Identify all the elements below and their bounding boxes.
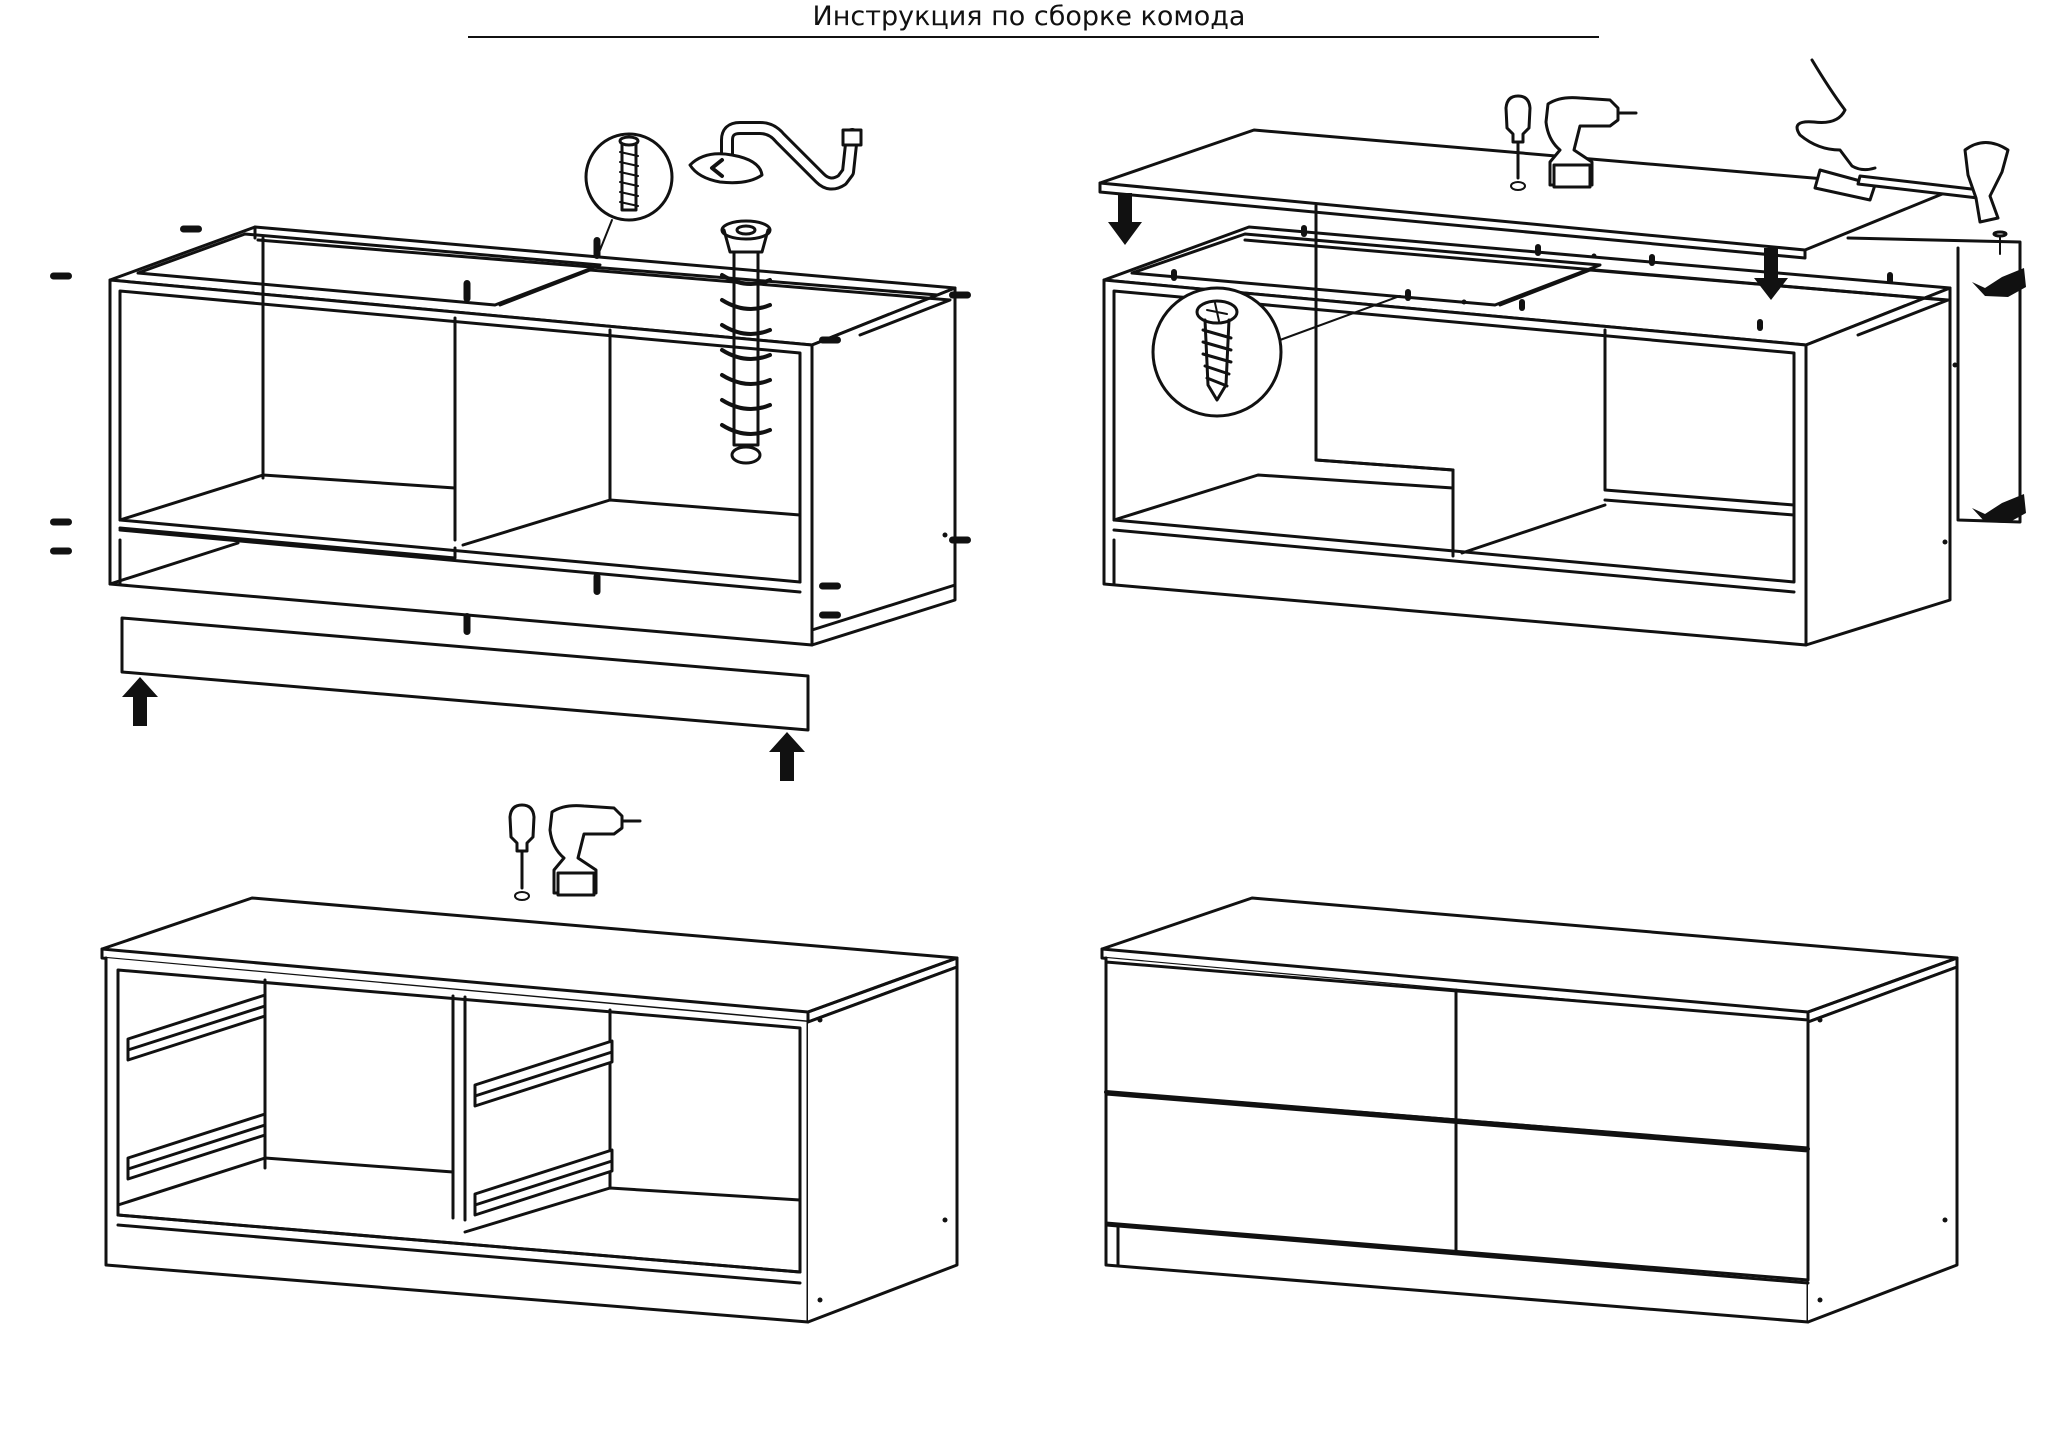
step-2-dowels [1171,225,1893,331]
hammer-icon [1856,141,2010,224]
step-2-frame [1102,204,1952,647]
hex-key-icon [688,121,863,191]
step-1-frame [108,225,957,647]
title-divider [468,36,1599,38]
step-3-carcass [100,896,959,1324]
screwdriver-icon [508,803,536,901]
arrow-icon [122,677,805,781]
step-dots [817,362,1958,1303]
step-2-back-panel [1314,204,2022,524]
cam-bolt-icon [584,132,772,465]
drill-icon [548,804,642,897]
step-4-drawers [1104,960,1810,1282]
step-3-runners [126,993,614,1217]
nail-icon [1992,230,2008,255]
step-1-plinth [120,616,810,732]
page-title: Инструкция по сборке комода [812,1,1246,32]
arrow-icon [1108,193,2026,523]
screwdriver-icon [1504,94,1532,191]
hand-icon [1795,58,1877,202]
screw-detail-icon [1151,286,1401,418]
drill-icon [1544,96,1638,189]
